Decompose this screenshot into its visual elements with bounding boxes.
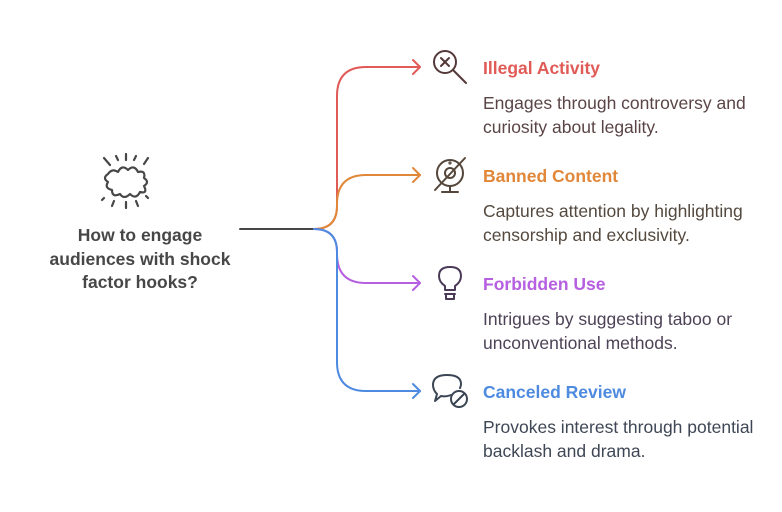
- search-x-icon: [433, 50, 467, 84]
- branch-title-canceled-review: Canceled Review: [483, 382, 626, 402]
- branch-arrowhead-illegal-activity: [412, 59, 421, 75]
- branch-connector-illegal-activity: [313, 66, 421, 230]
- root-question-title: How to engage audiences with shock facto…: [49, 225, 231, 292]
- branch-title-banned-content: Banned Content: [483, 166, 619, 186]
- branch-connector-canceled-review: [313, 228, 421, 392]
- branch-connector-banned-content: [313, 174, 421, 230]
- explosion-burst-icon: [100, 152, 150, 210]
- branch-title-forbidden-use: Forbidden Use: [483, 274, 606, 294]
- branch-arrowhead-canceled-review: [412, 383, 421, 399]
- branch-description-banned-content: Captures attention by highlighting censo…: [483, 201, 743, 245]
- lightbulb-icon: [438, 266, 462, 300]
- branch-connector-forbidden-use: [313, 228, 421, 284]
- branch-description-illegal-activity: Engages through controversy and curiosit…: [483, 93, 746, 137]
- branch-description-forbidden-use: Intrigues by suggesting taboo or unconve…: [483, 309, 733, 353]
- branch-arrowhead-banned-content: [412, 167, 421, 183]
- branch-description-canceled-review: Provokes interest through potential back…: [483, 417, 754, 461]
- webcam-off-icon: [434, 157, 466, 193]
- branch-arrowhead-forbidden-use: [412, 275, 421, 291]
- branch-title-illegal-activity: Illegal Activity: [483, 58, 601, 78]
- message-blocked-icon: [432, 374, 468, 408]
